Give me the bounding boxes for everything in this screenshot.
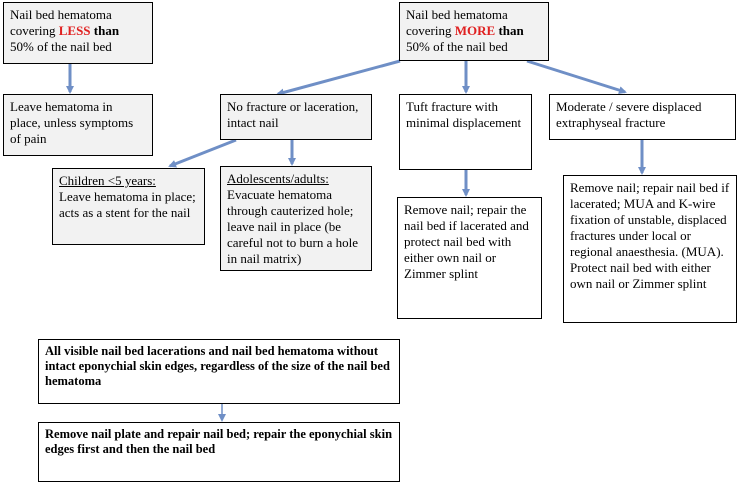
node-less-rest: 50% of the nail bed — [10, 39, 112, 54]
adolescents-heading: Adolescents/adults: — [227, 171, 329, 186]
node-remove-nail-tuft: Remove nail; repair the nail bed if lace… — [397, 197, 542, 319]
adolescents-body: Evacuate hematoma through cauterized hol… — [227, 187, 359, 266]
node-tuft-fracture: Tuft fracture with minimal displacement — [399, 94, 532, 170]
node-more-rest: 50% of the nail bed — [406, 39, 508, 54]
node-more-text: Nail bed hematoma covering — [406, 7, 508, 38]
children-body: Leave hematoma in place; acts as a stent… — [59, 189, 196, 220]
arrow-more-to-moderate — [526, 59, 627, 95]
node-more-emphasis: MORE — [454, 23, 496, 38]
node-less-than: than — [90, 23, 120, 38]
node-no-fracture: No fracture or laceration, intact nail — [220, 94, 372, 140]
node-less-than-50: Nail bed hematoma covering LESS than 50%… — [3, 2, 153, 64]
node-remove-nail-moderate: Remove nail; repair nail bed if lacerate… — [563, 175, 737, 323]
node-less-emphasis: LESS — [58, 23, 91, 38]
node-leave-hematoma: Leave hematoma in place, unless symptoms… — [3, 94, 153, 156]
node-less-text: Nail bed hematoma covering — [10, 7, 112, 38]
node-more-than: than — [495, 23, 524, 38]
node-more-than-50: Nail bed hematoma covering MORE than 50%… — [399, 2, 549, 61]
node-adolescents-adults: Adolescents/adults: Evacuate hematoma th… — [220, 166, 372, 271]
arrow-nofracture-to-children — [168, 138, 237, 168]
children-heading: Children <5 years: — [59, 173, 156, 188]
node-children-under-5: Children <5 years: Leave hematoma in pla… — [52, 168, 205, 245]
node-all-visible-lacerations: All visible nail bed lacerations and nai… — [38, 339, 400, 404]
arrow-more-to-nofracture — [276, 59, 401, 97]
node-moderate-severe-fracture: Moderate / severe displaced extraphyseal… — [549, 94, 736, 140]
node-remove-nail-plate: Remove nail plate and repair nail bed; r… — [38, 422, 400, 482]
